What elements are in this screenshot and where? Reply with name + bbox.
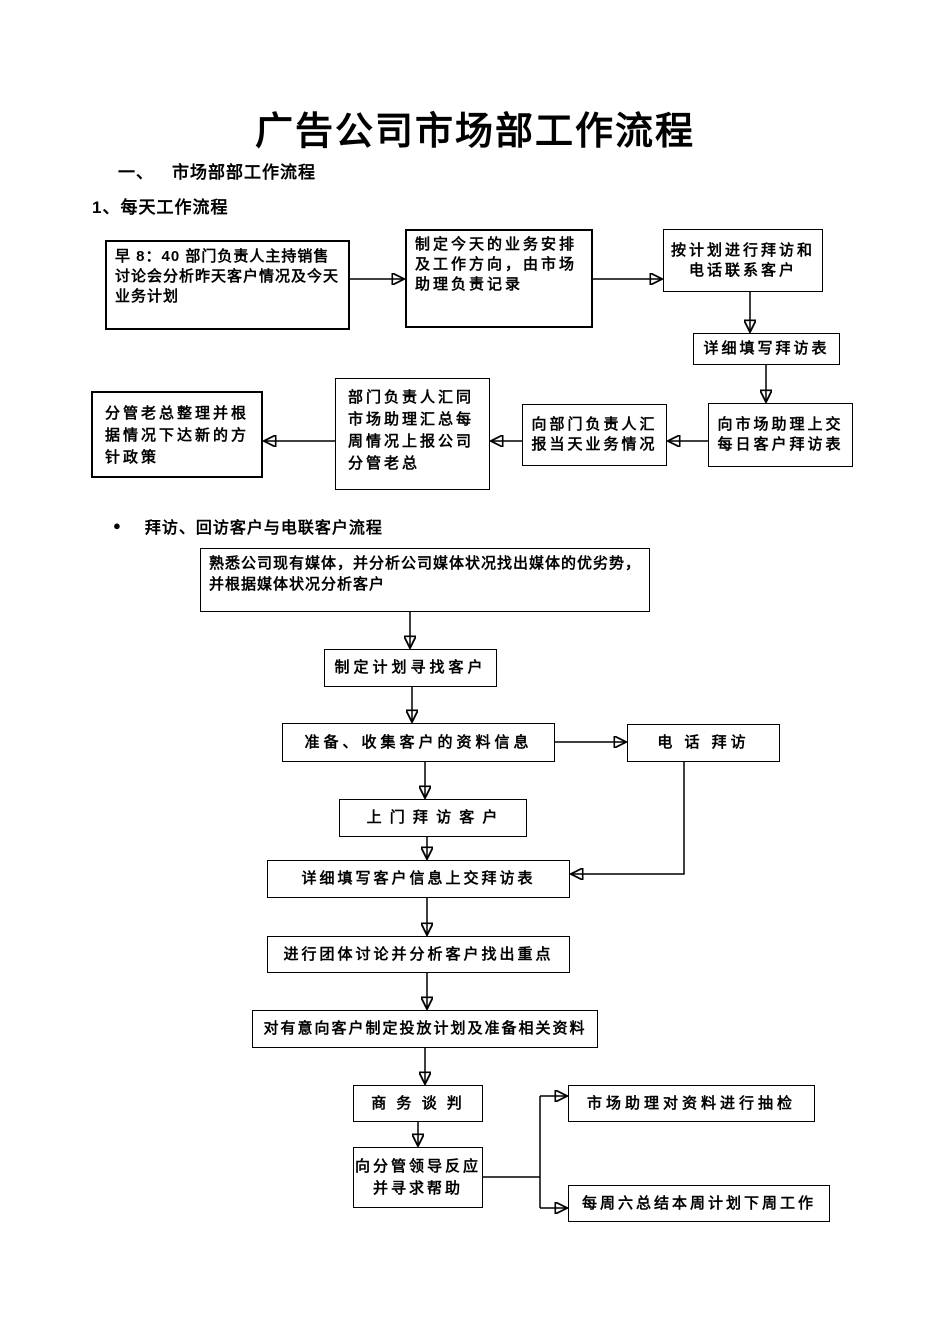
bullet-icon: ● [113, 518, 122, 533]
flow-box-media-analysis: 熟悉公司现有媒体，并分析公司媒体状况找出媒体的优劣势，并根据媒体状况分析客户 [200, 548, 650, 612]
flow-box-fill-customer-form: 详细填写客户信息上交拜访表 [267, 860, 570, 898]
flow-box-daily-plan: 制定今天的业务安排及工作方向，由市场助理负责记录 [405, 229, 593, 328]
section-title: 市场部部工作流程 [172, 163, 316, 182]
flow-box-door-visit: 上 门 拜 访 客 户 [339, 799, 527, 837]
flow-box-media-plan: 对有意向客户制定投放计划及准备相关资料 [252, 1010, 598, 1048]
document-title: 广告公司市场部工作流程 [254, 111, 695, 153]
flow-box-fill-visit-form: 详细填写拜访表 [693, 333, 840, 365]
flow-box-negotiation: 商 务 谈 判 [353, 1085, 483, 1122]
branch-line [483, 1096, 541, 1208]
flow-box-weekly-plan: 每周六总结本周计划下周工作 [568, 1185, 830, 1222]
flow-box-phone-visit: 电 话 拜访 [627, 724, 780, 762]
flow-box-spot-check: 市场助理对资料进行抽检 [568, 1085, 815, 1122]
bullet-heading-row: ● 拜访、回访客户与电联客户流程 [113, 514, 383, 538]
flow-box-visit-and-call: 按计划进行拜访和电话联系客户 [663, 229, 823, 292]
section-heading: 一、 市场部部工作流程 [118, 158, 316, 183]
flow-box-collect-info: 准备、收集客户的资料信息 [282, 723, 555, 762]
flow-box-submit-visit-form: 向市场助理上交每日客户拜访表 [708, 403, 853, 467]
flow-box-report-to-leader: 向部门负责人汇报当天业务情况 [522, 404, 667, 466]
flow-box-group-discussion: 进行团体讨论并分析客户找出重点 [267, 936, 570, 973]
flow-box-morning-meeting: 早 8：40 部门负责人主持销售讨论会分析昨天客户情况及今天业务计划 [105, 240, 350, 330]
flow-box-plan-find-customers: 制定计划寻找客户 [324, 649, 497, 687]
flow-box-weekly-report: 部门负责人汇同市场助理汇总每周情况上报公司分管老总 [335, 378, 490, 490]
bullet-heading: 拜访、回访客户与电联客户流程 [144, 520, 383, 537]
flow-box-new-policy: 分管老总整理并根据情况下达新的方针政策 [91, 391, 263, 478]
subsection-heading: 1、每天工作流程 [92, 198, 229, 217]
flow-box-seek-help: 向分管领导反应并寻求帮助 [353, 1147, 483, 1208]
section-number: 一、 [118, 163, 154, 182]
arrow [572, 762, 685, 874]
